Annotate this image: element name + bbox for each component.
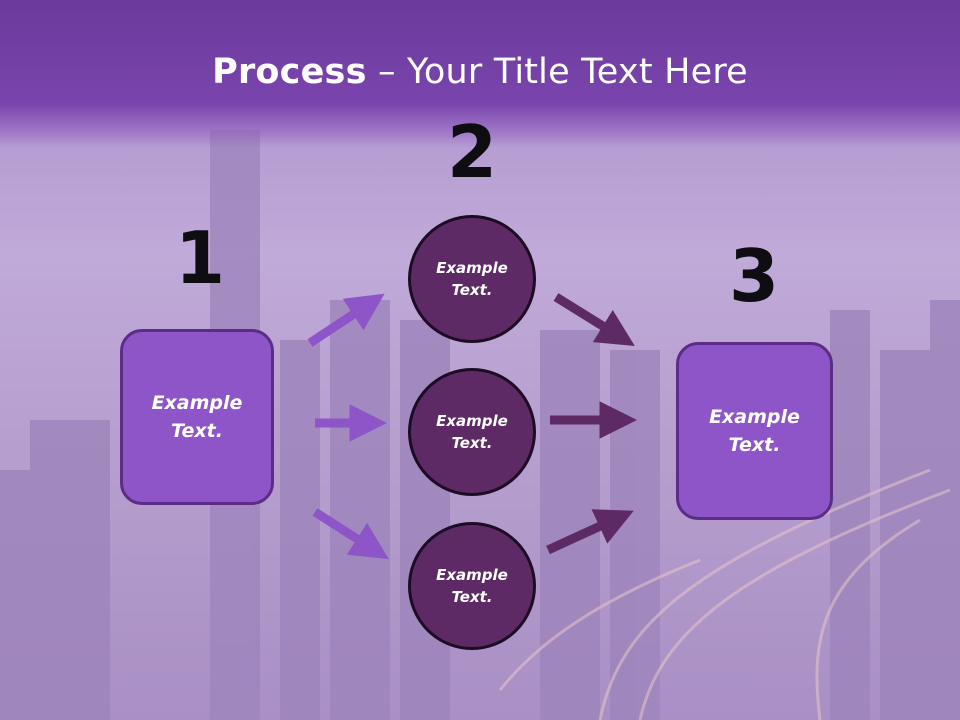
step-2-circle-middle-text: Example Text. [436, 411, 508, 453]
step-2-circle-middle: Example Text. [408, 368, 536, 496]
arrow-1-to-2c [312, 508, 389, 560]
step-2-circle-bottom-text: Example Text. [436, 565, 508, 607]
step-3-box: Example Text. [676, 342, 833, 520]
arrow-2a-to-3 [553, 293, 635, 346]
arrow-2c-to-3 [546, 509, 634, 555]
title-bold-part: Process [212, 52, 367, 92]
step-number-3: 3 [728, 234, 780, 318]
step-number-1: 1 [174, 216, 226, 300]
slide-title: Process – Your Title Text Here [0, 52, 960, 92]
step-2-circle-bottom: Example Text. [408, 522, 536, 650]
step-1-box: Example Text. [120, 329, 274, 505]
step-number-2: 2 [446, 110, 498, 194]
title-rest-part: – Your Title Text Here [366, 52, 748, 92]
step-1-text: Example Text. [151, 391, 243, 443]
title-band [0, 0, 960, 148]
arrow-1-to-2a [307, 293, 385, 347]
step-2-circle-top: Example Text. [408, 215, 536, 343]
step-3-text: Example Text. [709, 405, 800, 457]
step-2-circle-top-text: Example Text. [436, 258, 508, 300]
